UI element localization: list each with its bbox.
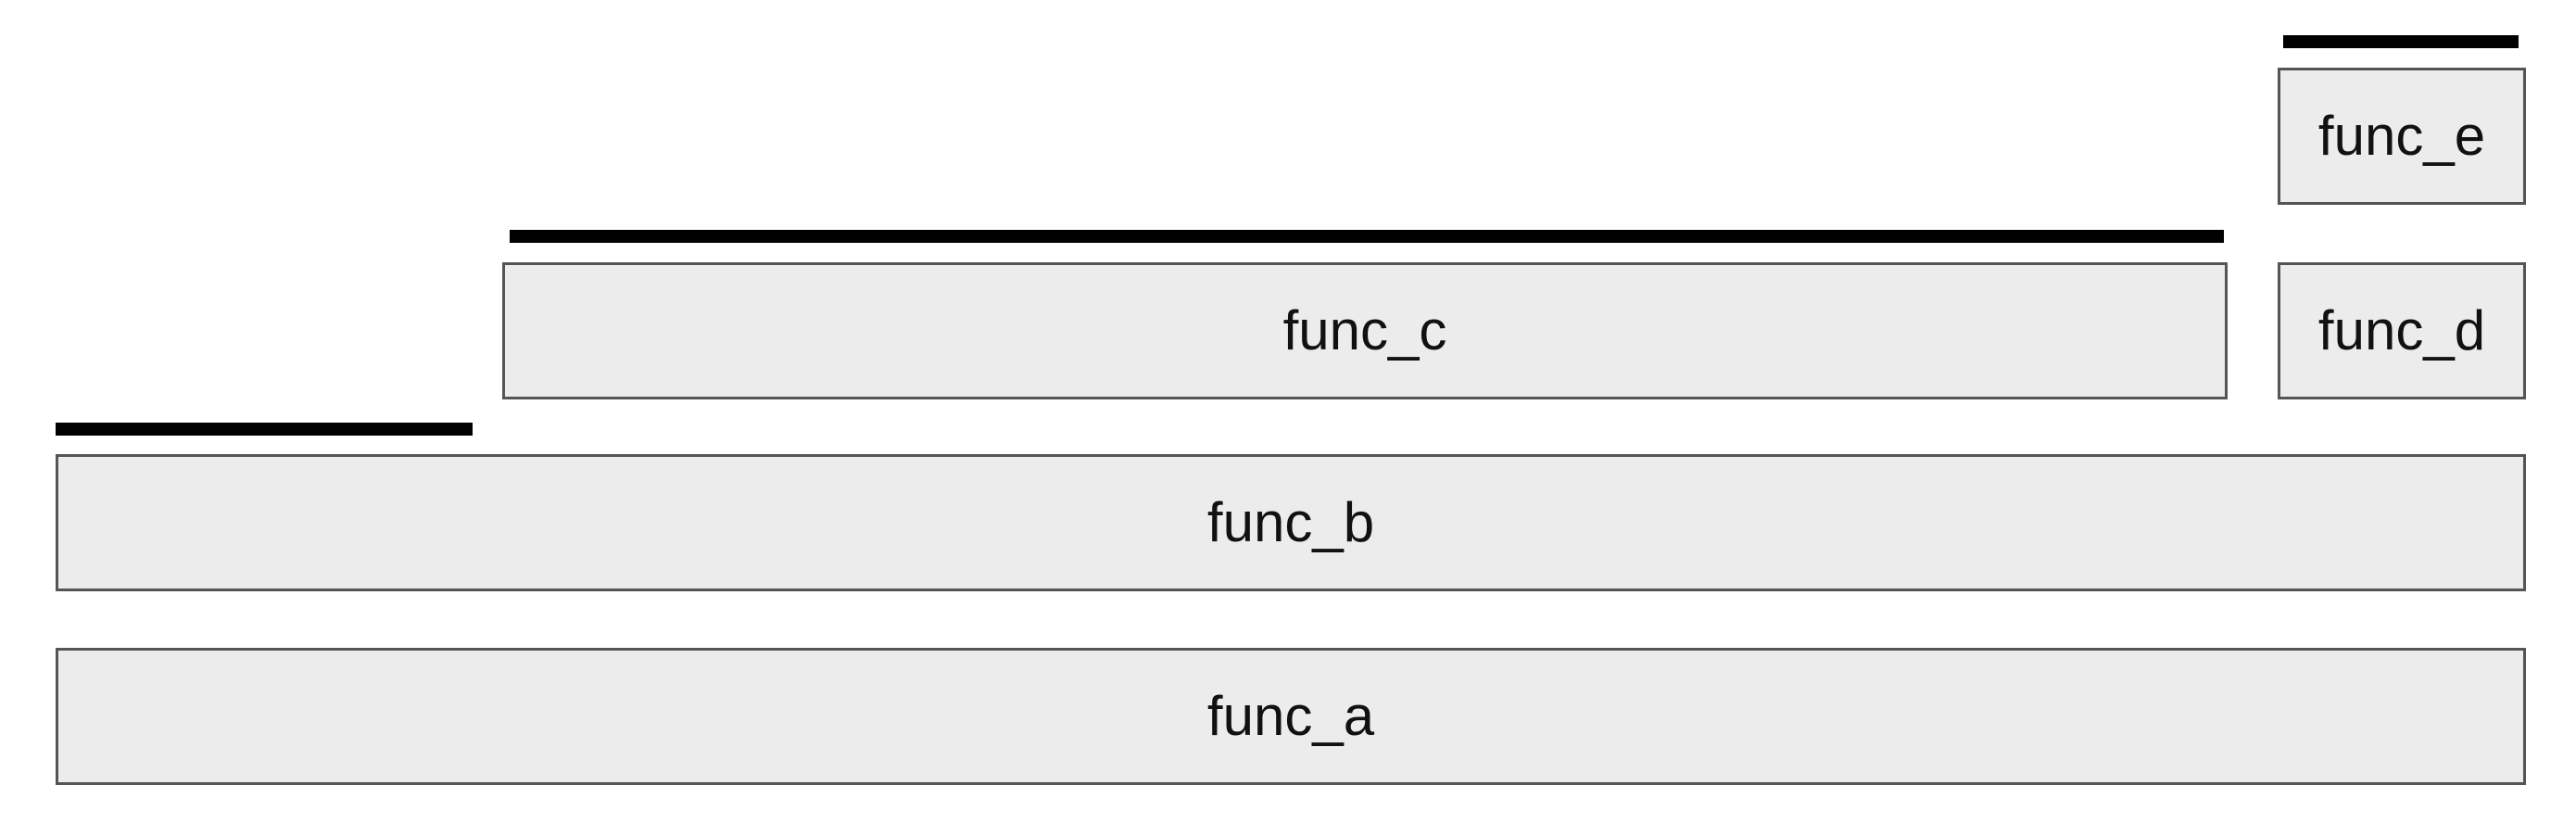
frame-func-c: func_c	[502, 262, 2228, 399]
frame-label-func-e: func_e	[2317, 105, 2486, 167]
self-time-bar-func-c	[510, 230, 2224, 243]
frame-label-func-a: func_a	[1206, 685, 1375, 747]
frame-func-d: func_d	[2278, 262, 2526, 399]
frame-func-a: func_a	[56, 648, 2526, 785]
frame-label-func-c: func_c	[1282, 299, 1447, 361]
frame-func-e: func_e	[2278, 68, 2526, 205]
self-time-bar-func-b	[56, 423, 473, 436]
frame-label-func-d: func_d	[2317, 299, 2486, 361]
self-time-bar-func-e	[2283, 35, 2519, 48]
frame-label-func-b: func_b	[1206, 491, 1375, 553]
frame-func-b: func_b	[56, 454, 2526, 591]
